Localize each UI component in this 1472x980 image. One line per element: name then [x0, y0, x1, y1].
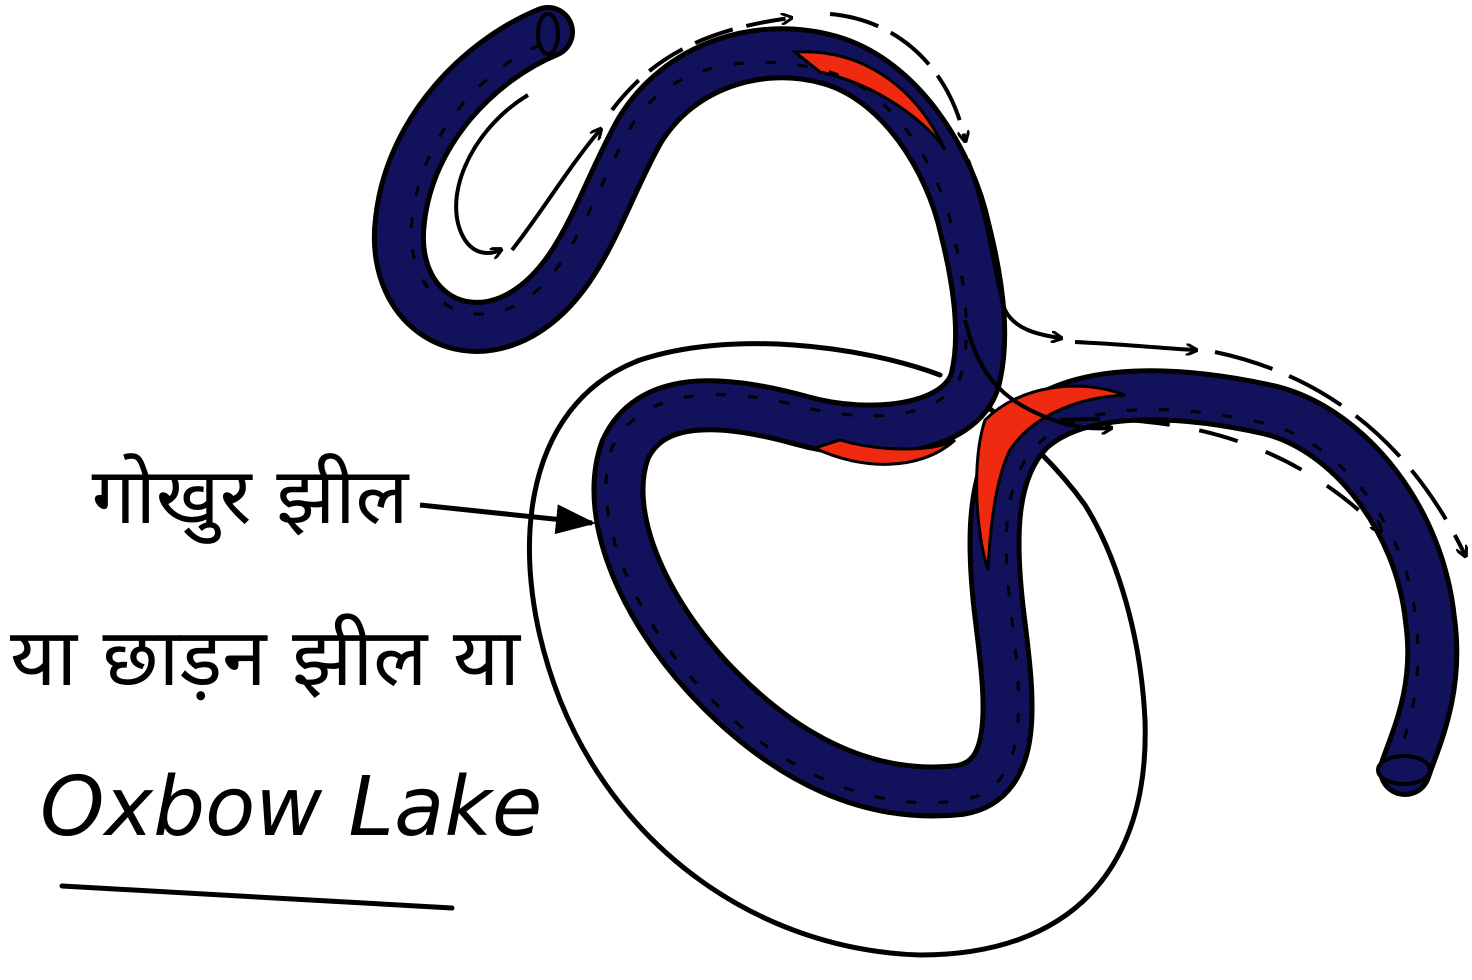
- label-underline: [62, 886, 452, 908]
- oxbow-lake-alternate-hindi-label: या छाड़न झील या: [10, 600, 480, 709]
- oxbow-lake-english-label: Oxbow Lake: [40, 760, 460, 855]
- oxbow-lake-hindi-label: गोखुर झील: [50, 440, 450, 546]
- flow-arrow-right-straight: [1075, 342, 1195, 350]
- river-end-cap: [1378, 756, 1430, 784]
- river-start-cap: [538, 14, 558, 54]
